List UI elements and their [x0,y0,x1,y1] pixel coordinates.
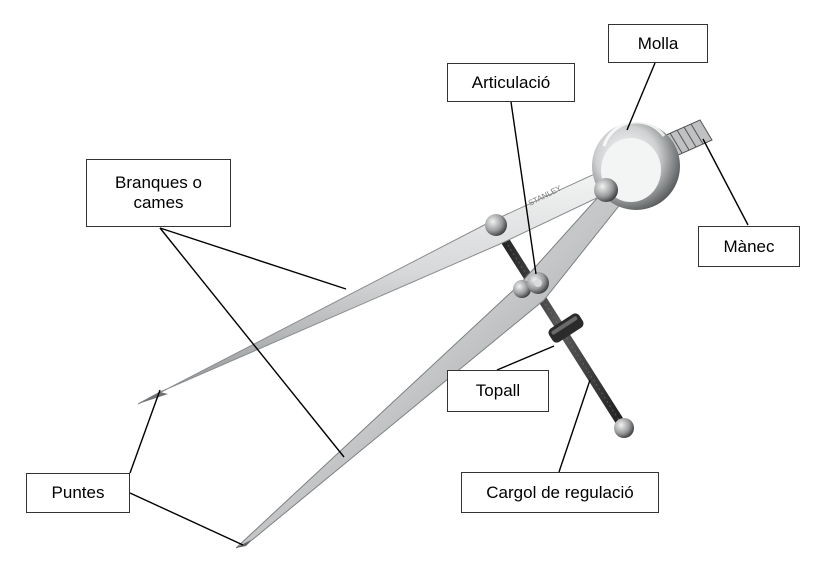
stop-nut [548,313,584,343]
label-puntes: Puntes [26,473,130,513]
knurled-handle [663,119,713,157]
screw-end-knob [614,418,634,438]
upper-leg-pivot [485,214,507,236]
leader-topall [496,345,555,371]
articulation-joint [527,272,549,294]
leader-branques-upper [159,227,347,290]
leader-manec [702,138,749,226]
label-cargol: Cargol de regulació [461,472,659,513]
head-pivot [594,178,618,202]
lower-leg-pivot [513,280,531,298]
leader-puntes-lower [129,492,244,546]
label-manec: Mànec [698,226,800,267]
leader-molla [626,62,656,131]
leader-lines [129,62,749,546]
leader-articulacio [510,101,537,275]
label-branques: Branques o cames [86,159,231,227]
label-molla: Molla [608,24,708,63]
leader-cargol [558,379,591,473]
label-articulacio: Articulació [447,63,575,102]
leader-branques-lower [159,227,345,458]
leader-puntes-upper [129,389,161,474]
label-topall: Topall [447,370,549,412]
